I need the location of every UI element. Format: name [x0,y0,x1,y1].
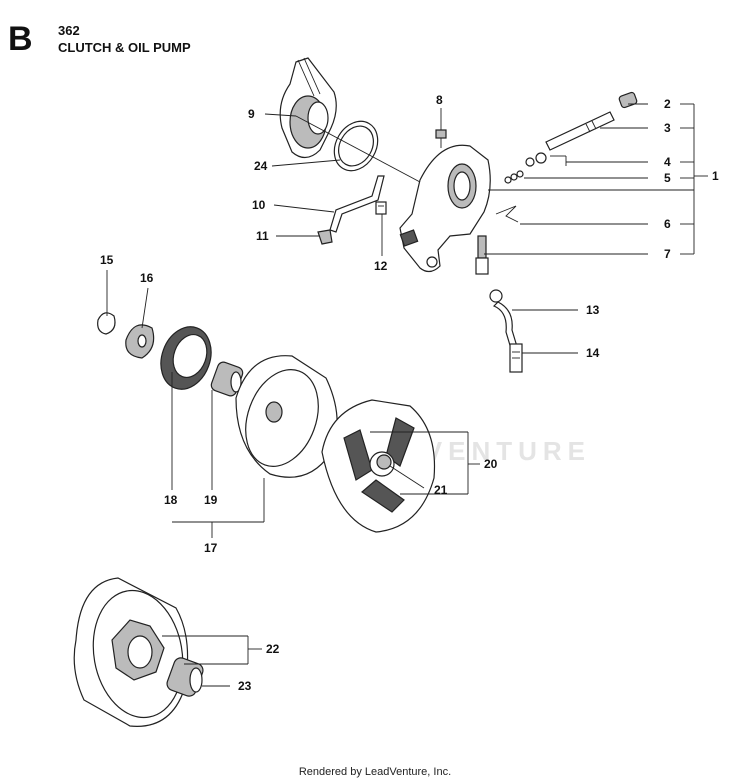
footer-credit: Rendered by LeadVenture, Inc. [298,766,452,778]
callout-20[interactable]: 20 [484,457,498,471]
callout-2[interactable]: 2 [664,97,671,111]
callout-1[interactable]: 1 [712,169,719,183]
callout-23[interactable]: 23 [238,679,252,693]
grommet-part[interactable] [317,229,333,245]
oil-filter-part[interactable] [509,343,523,373]
callout-19[interactable]: 19 [204,493,218,507]
worm-gear-part[interactable] [279,57,337,159]
o-ring-part[interactable] [504,170,524,184]
clutch-washer-part[interactable] [125,324,155,359]
callout-4[interactable]: 4 [664,155,671,169]
needle-bearing-part[interactable] [210,360,245,397]
callout-9[interactable]: 9 [248,107,255,121]
plug-part[interactable] [618,91,638,109]
callout-11[interactable]: 11 [256,229,269,243]
section-letter: B [8,20,33,58]
callout-5[interactable]: 5 [664,171,671,185]
callout-22[interactable]: 22 [266,642,280,656]
callout-6[interactable]: 6 [664,217,671,231]
callout-13[interactable]: 13 [586,303,600,317]
callout-17[interactable]: 17 [204,541,218,555]
callout-8[interactable]: 8 [436,93,443,107]
oil-hose-part[interactable] [489,289,519,353]
callout-10[interactable]: 10 [252,198,266,212]
oil-pipe-part[interactable] [329,175,385,233]
spur-sprocket-drum-part[interactable] [73,577,192,727]
nipple-part[interactable] [375,201,387,215]
callout-15[interactable]: 15 [100,253,114,267]
callout-24[interactable]: 24 [254,159,268,173]
callout-3[interactable]: 3 [664,121,671,135]
callout-12[interactable]: 12 [374,259,388,273]
clutch-nut-part[interactable] [376,454,392,470]
washer-part[interactable] [525,152,547,167]
page-title: CLUTCH & OIL PUMP [58,40,191,55]
snap-ring-part[interactable] [97,312,116,335]
drum-needle-bearing-part[interactable] [165,656,205,698]
valve-part[interactable] [475,235,489,275]
callout-21[interactable]: 21 [434,483,448,497]
screw-part[interactable] [435,129,447,148]
rim-sprocket-part[interactable] [153,320,220,397]
callout-18[interactable]: 18 [164,493,178,507]
model-number: 362 [58,23,80,38]
clip-part[interactable] [495,205,519,223]
callout-7[interactable]: 7 [664,247,671,261]
callout-14[interactable]: 14 [586,346,600,360]
pump-shaft-part[interactable] [545,111,615,151]
callout-16[interactable]: 16 [140,271,154,285]
clutch-drum-part[interactable] [233,355,338,478]
oil-pump-housing-part[interactable] [399,144,491,273]
parts-diagram: 1 2 3 4 5 6 7 8 9 10 11 12 13 14 15 16 1… [73,57,719,727]
spring-ring-part[interactable] [326,113,387,178]
